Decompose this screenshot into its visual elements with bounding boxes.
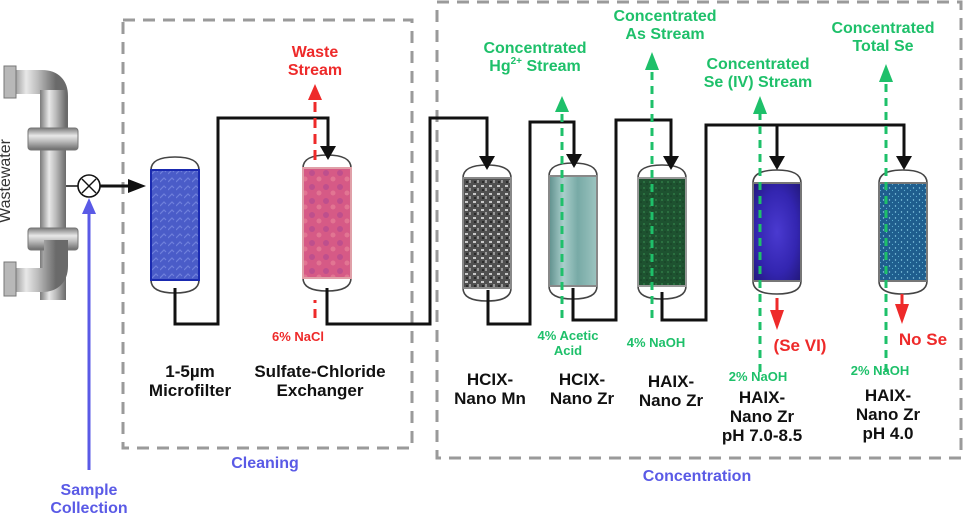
label-line: Total Se <box>852 37 914 55</box>
label-line: Se (IV) Stream <box>703 73 813 91</box>
column-vessel-hcix-mn <box>462 164 512 302</box>
concentration-section-box <box>435 0 963 460</box>
no-se-outlet-label: No Se <box>898 330 948 349</box>
column-vessel-microfilter <box>150 156 200 294</box>
label-part: Hg <box>489 57 511 75</box>
label-line: Concentrated <box>831 20 935 37</box>
label-line: 1-5µm <box>165 362 215 381</box>
waste-stream-label: Waste Stream <box>275 44 355 80</box>
label-line: Nano Zr <box>855 405 921 425</box>
label-line: Concentrated <box>613 8 717 25</box>
resin-media <box>637 177 687 287</box>
regenerant-naoh4-label: 4% NaOH <box>626 335 686 350</box>
label-line: pH 7.0-8.5 <box>721 426 803 446</box>
flow-lines <box>173 116 906 326</box>
sample-line1: Sample <box>60 482 118 499</box>
regenerant-nacl-label: 6% NaCl <box>271 329 325 344</box>
column-label-hcix-zr: HCIX- Nano Zr <box>532 370 632 408</box>
label-line: Waste <box>291 44 339 61</box>
resin-media <box>548 175 598 287</box>
sample-line2: Collection <box>50 499 128 517</box>
total-se-stream-label: Concentrated Total Se <box>818 20 948 56</box>
column-label-microfilter: 1-5µm Microfilter <box>140 362 240 400</box>
resin-media <box>302 167 352 279</box>
se4-stream-line <box>753 96 767 372</box>
se6-outlet-label: (Se VI) <box>773 336 827 355</box>
regenerant-naoh2-se4-label: 2% NaOH <box>728 369 788 384</box>
column-vessel-haix-zr-ph7 <box>752 169 802 295</box>
flow-arrow-icon <box>128 179 146 193</box>
se4-stream-label: Concentrated Se (IV) Stream <box>688 56 828 92</box>
label-line: Microfilter <box>148 381 232 401</box>
label-line: Nano Zr <box>729 407 795 427</box>
regenerant-naoh2-total-label: 2% NaOH <box>850 363 910 378</box>
no-se-outlet-arrow <box>895 294 909 324</box>
label-line: HAIX- <box>738 388 786 407</box>
column-vessel-haix-zr <box>637 164 687 300</box>
label-line: pH 4.0 <box>862 424 914 444</box>
concentration-section-label: Concentration <box>642 468 752 485</box>
column-label-sulfate-chloride: Sulfate-Chloride Exchanger <box>240 362 400 400</box>
total-se-stream-line <box>879 64 893 372</box>
column-label-haix-zr: HAIX- Nano Zr <box>621 372 721 410</box>
as-stream-line <box>645 52 659 318</box>
column-label-hcix-mn: HCIX- Nano Mn <box>440 370 540 408</box>
label-line: Concentrated <box>706 56 810 73</box>
sample-arrow-icon <box>82 198 96 214</box>
hg-stream-line <box>555 96 569 318</box>
cleaning-section-box <box>121 18 414 450</box>
regenerant-acetic-label: 4% Acetic Acid <box>528 328 608 358</box>
column-label-haix-zr-ph4: HAIX- Nano Zr pH 4.0 <box>838 386 938 443</box>
charge-superscript: 2+ <box>510 55 523 67</box>
label-line: 4% Acetic <box>537 328 599 343</box>
down-arrows <box>320 146 912 170</box>
cleaning-section-label: Cleaning <box>231 455 299 472</box>
label-line: Concentrated <box>483 40 587 57</box>
label-line: Stream <box>287 61 343 79</box>
hg-stream-label: Concentrated Hg2+ Stream <box>470 40 600 76</box>
column-vessel-sulfate-chloride <box>302 154 352 292</box>
label-line: Hg2+ Stream <box>470 55 600 76</box>
sample-collection-label: Sample Collection <box>44 482 134 518</box>
se6-outlet-arrow <box>770 298 784 330</box>
column-vessel-hcix-zr <box>548 162 598 300</box>
label-line: Nano Mn <box>454 389 526 409</box>
wastewater-label: Wastewater <box>0 139 15 223</box>
label-line: Nano Zr <box>549 389 615 409</box>
waste-stream-line <box>308 84 322 318</box>
resin-media <box>150 169 200 281</box>
label-part: Stream <box>522 57 581 75</box>
label-line: As Stream <box>625 25 705 43</box>
label-line: HAIX- <box>864 386 912 405</box>
label-line: Nano Zr <box>638 391 704 411</box>
as-stream-label: Concentrated As Stream <box>600 8 730 44</box>
label-line: Acid <box>553 342 583 358</box>
column-label-haix-zr-ph7: HAIX- Nano Zr pH 7.0-8.5 <box>707 388 817 445</box>
resin-media <box>462 177 512 289</box>
label-line: HCIX- <box>466 370 514 389</box>
pipe-icon <box>3 65 79 300</box>
label-line: HCIX- <box>558 370 606 389</box>
label-line: HAIX- <box>647 372 695 391</box>
label-line: Exchanger <box>276 381 364 401</box>
label-line: Sulfate-Chloride <box>254 362 386 381</box>
valve-icon[interactable] <box>77 174 101 198</box>
